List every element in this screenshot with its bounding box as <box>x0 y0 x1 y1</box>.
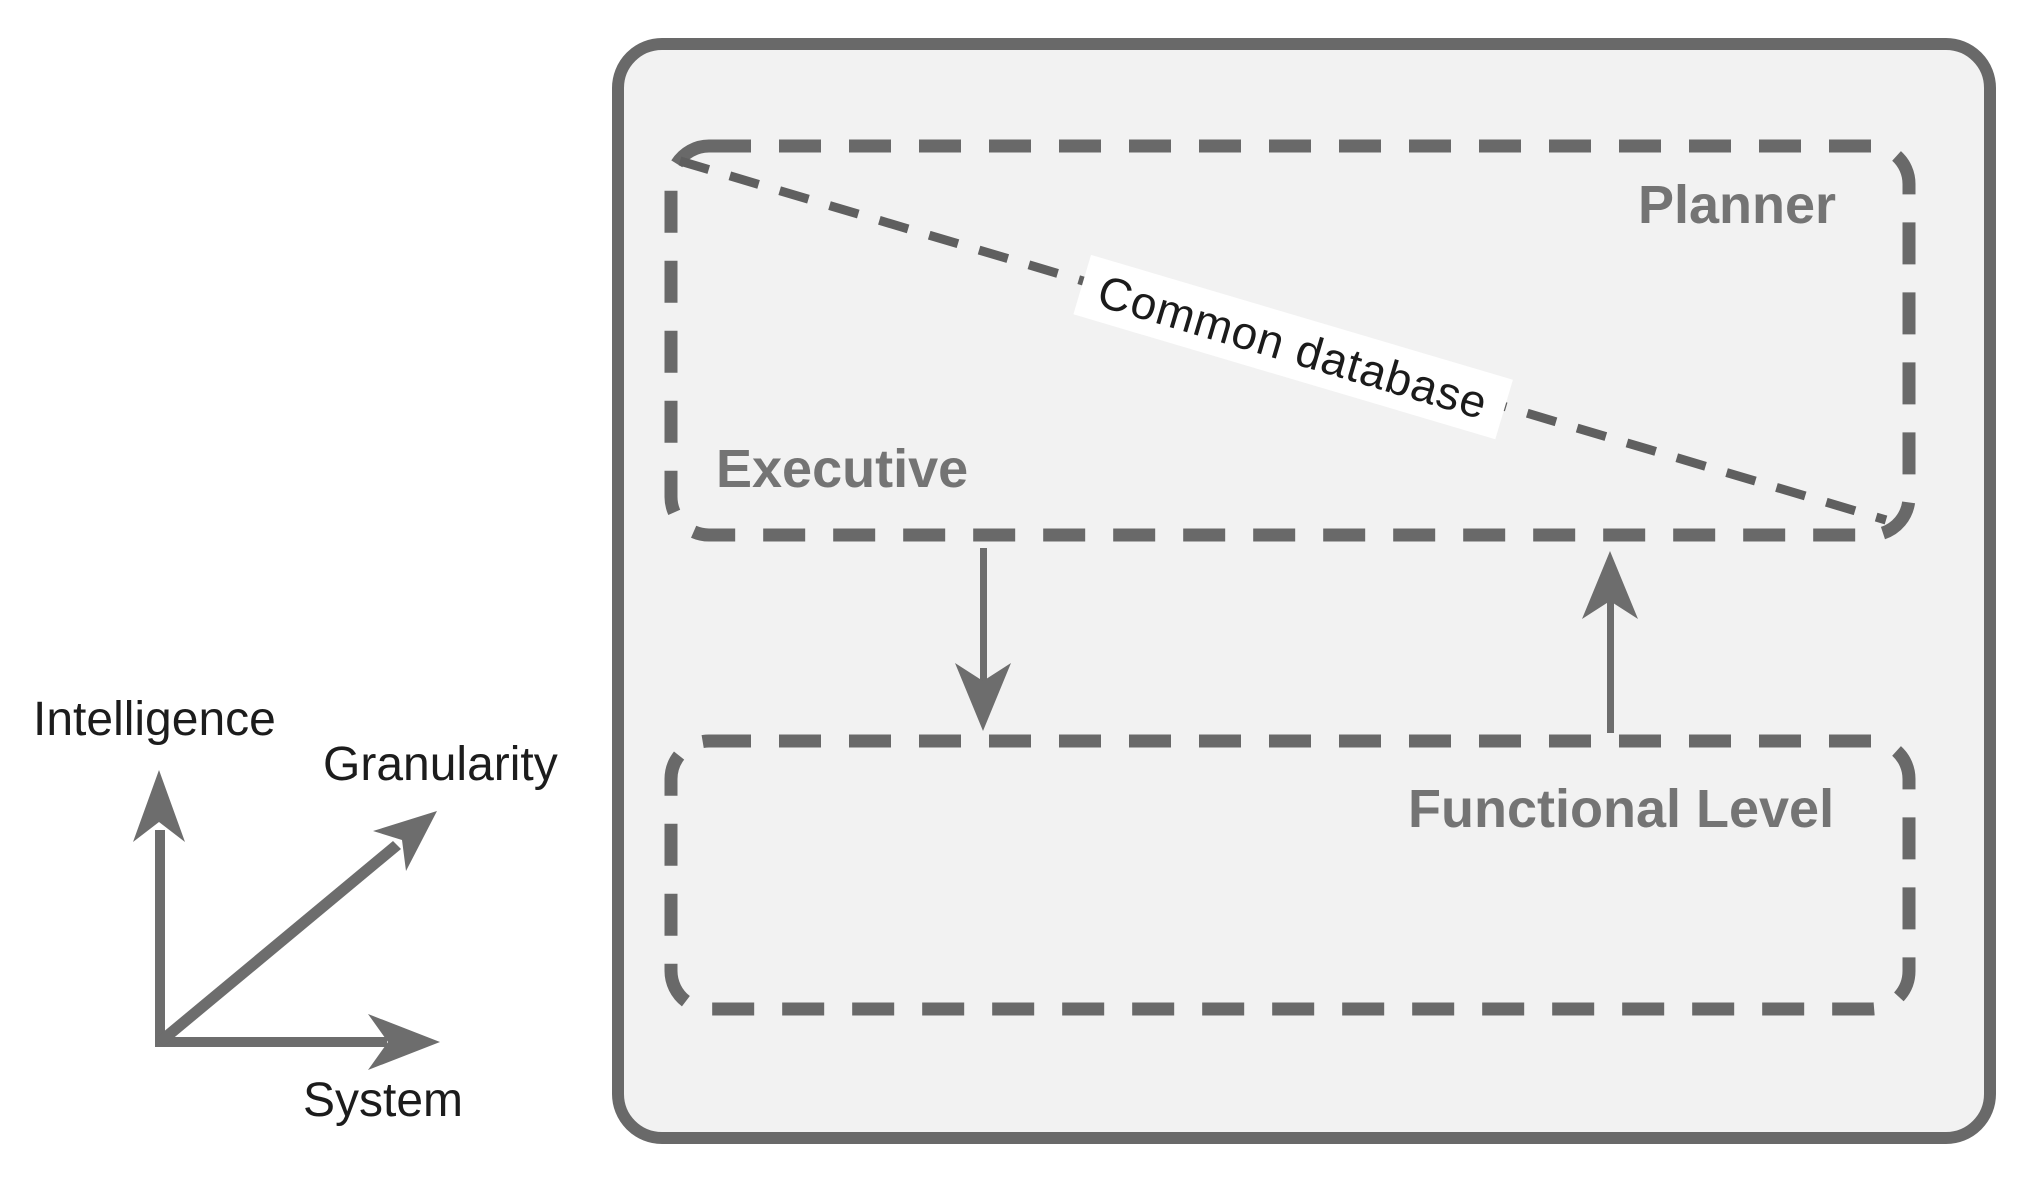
axes-group <box>133 770 440 1070</box>
upward-arrow <box>1582 551 1638 733</box>
downward-arrow <box>955 548 1011 731</box>
planner-executive-dashed-box <box>664 139 1916 542</box>
intelligence-axis-arrow <box>133 770 185 1047</box>
functional-level-label: Functional Level <box>1408 779 1835 839</box>
intelligence-axis-label: Intelligence <box>33 693 276 746</box>
executive-label: Executive <box>716 439 969 499</box>
planner-label: Planner <box>1638 175 1837 235</box>
system-axis-label: System <box>303 1074 464 1127</box>
system-axis-arrow <box>155 1014 440 1070</box>
granularity-axis-label: Granularity <box>323 738 558 791</box>
granularity-axis-arrow <box>156 811 437 1046</box>
system-container-box <box>612 38 1996 1144</box>
functional-level-dashed-box <box>664 734 1916 1016</box>
